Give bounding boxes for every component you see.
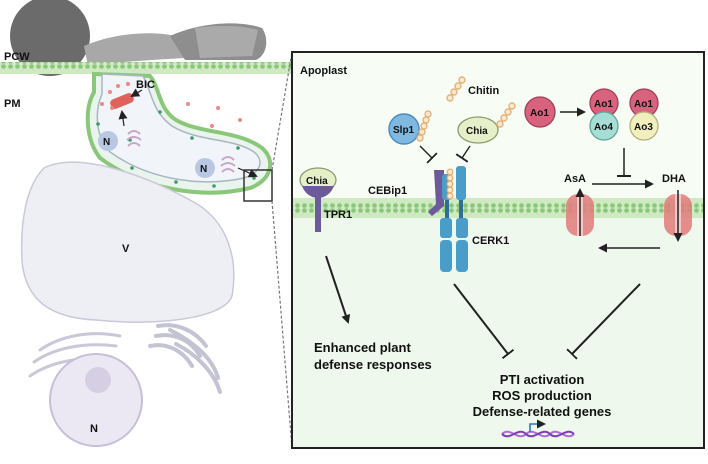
label-chitin: Chitin: [468, 85, 499, 97]
label-plant-nucleus: N: [90, 423, 98, 435]
plant-cell-wall: [0, 62, 300, 74]
vesicle-arrow: [237, 167, 258, 178]
chia-inhibit: [455, 145, 471, 163]
cerk1-right-ecto: [456, 166, 466, 200]
cerk1-left-kinase: [440, 218, 452, 238]
label-ao3: Ao3: [634, 122, 653, 133]
ao3: [629, 111, 659, 141]
secretion-arrow: [118, 110, 128, 127]
ao1-single: [524, 96, 556, 128]
tpr1-defense-arrow: [325, 255, 351, 324]
defense-genes: Defense-related genes: [473, 404, 612, 419]
label-ao1-c: Ao1: [634, 99, 653, 110]
cerk1-pti-inhibit: [453, 283, 515, 360]
label-dha: DHA: [662, 173, 686, 185]
bic-arrow: [130, 88, 143, 98]
fungal-spore: [10, 0, 90, 76]
ros-production: ROS production: [492, 388, 592, 403]
transcription-start-arrow: [529, 419, 546, 432]
enhanced-defense-line2: defense responses: [314, 357, 432, 372]
pti-activation: PTI activation: [500, 372, 585, 387]
label-chia-top: Chia: [466, 126, 488, 137]
apoplast-panel: Apoplast Chitin Slp1 Chia CEBip1: [291, 51, 705, 449]
vacuole: [20, 161, 235, 323]
plasma-membrane: [292, 198, 704, 218]
cerk1-right-kinase-2: [456, 240, 468, 272]
zoom-guide-bottom: [271, 200, 293, 449]
label-tpr1: TPR1: [324, 209, 352, 221]
dna-helix-icon: [501, 430, 575, 438]
panel-border: [291, 51, 705, 449]
effector-dots: [100, 82, 242, 128]
zoom-box: [243, 169, 273, 202]
tpr1-receptor: [302, 186, 334, 198]
label-slp1: Slp1: [393, 125, 415, 136]
cerk1-left-kinase-2: [440, 240, 452, 272]
label-chia-left: Chia: [306, 176, 328, 187]
fungal-nucleus-1: [98, 131, 118, 151]
label-pm: PM: [4, 98, 21, 110]
ascorbate-pti-inhibit: [566, 283, 641, 360]
plant-golgi: [148, 323, 222, 394]
cytoplasm-bg: [292, 216, 704, 448]
fungal-golgi-2: [220, 156, 236, 173]
chia-protein-top: [457, 116, 499, 144]
label-pcw: PCW: [4, 51, 30, 63]
label-ao1-a: Ao1: [530, 108, 549, 119]
cerk1-right-tm: [459, 200, 463, 218]
cebip1-receptor: [428, 170, 444, 216]
label-nucleus-2: N: [200, 164, 207, 175]
slp1-protein: [388, 113, 420, 145]
label-apoplast: Apoplast: [300, 65, 347, 77]
fungal-nucleus-2: [195, 158, 215, 178]
label-bic: BIC: [136, 79, 155, 91]
chitin-chain-top: [446, 76, 466, 102]
chitin-chain-chia: [496, 102, 516, 128]
cerk1-left-tm: [445, 200, 449, 218]
label-ao1-b: Ao1: [594, 99, 613, 110]
left-panel: PCW PM BIC N N: [0, 0, 300, 449]
ao4: [589, 111, 619, 141]
bic: [110, 93, 134, 109]
slp1-inhibit: [419, 145, 438, 164]
chitin-chain-slp1: [416, 110, 432, 142]
label-vacuole: V: [122, 243, 130, 255]
cerk1-right-kinase: [456, 218, 468, 238]
nucleolus: [85, 367, 111, 393]
fungal-golgi-1: [126, 130, 142, 147]
plant-nucleus: [49, 353, 143, 447]
enhanced-defense-line1: Enhanced plant: [314, 340, 411, 355]
germ-tube: [84, 23, 267, 66]
label-asa: AsA: [564, 173, 586, 185]
tpr1-stem: [315, 196, 321, 232]
label-cebip1: CEBip1: [368, 185, 407, 197]
label-cerk1: CERK1: [472, 235, 509, 247]
label-ao4: Ao4: [594, 122, 613, 133]
chitin-bound: [446, 168, 454, 200]
label-nucleus-1: N: [103, 137, 110, 148]
